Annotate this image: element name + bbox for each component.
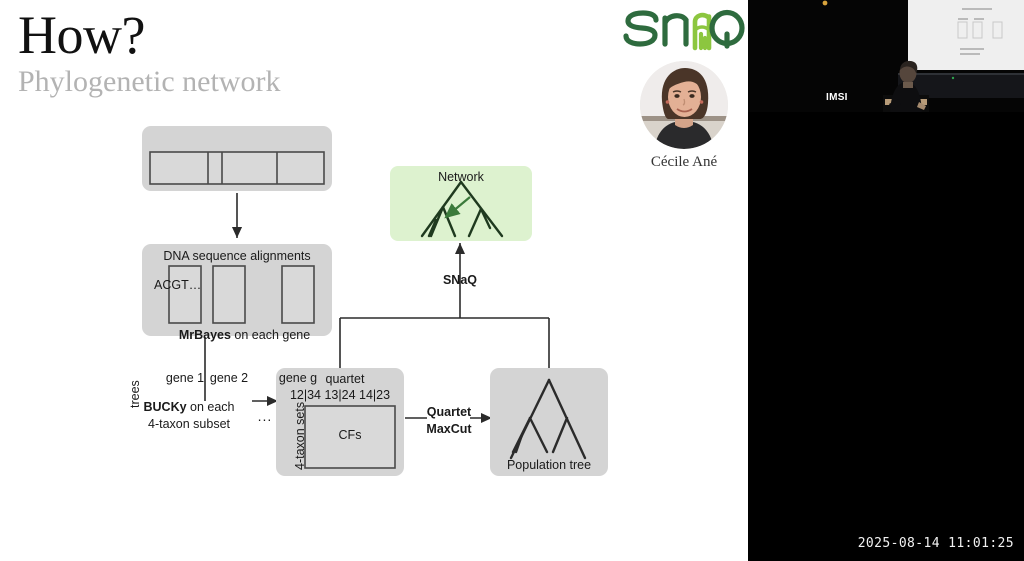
snaq-logo-icon	[620, 4, 748, 54]
video-panel[interactable]: IMSI 2025-08-14 11:01:25	[748, 0, 1024, 561]
brand-block: Cécile Ané	[620, 4, 748, 171]
node-population-tree	[490, 368, 608, 476]
page-title: How?	[18, 5, 145, 65]
page-subtitle: Phylogenetic network	[18, 65, 281, 99]
title-block: How? Phylogenetic network	[18, 5, 281, 100]
node-dna-alignments	[142, 126, 332, 191]
node-network	[390, 166, 532, 241]
pipeline-diagram: DNA sequence alignments ACGT… MrBayes on…	[128, 118, 630, 498]
slide-panel: How? Phylogenetic network	[18, 4, 748, 498]
avatar	[640, 61, 728, 149]
imsi-watermark: IMSI	[826, 92, 848, 103]
edge-snaq	[339, 243, 550, 368]
presenter-name: Cécile Ané	[650, 154, 718, 170]
timestamp: 2025-08-14 11:01:25	[857, 536, 1014, 551]
video-frame[interactable]: IMSI	[748, 0, 1024, 119]
node-quartet-cfs	[276, 368, 404, 476]
edge-bucky	[204, 337, 278, 407]
node-gene-trees	[142, 244, 332, 336]
